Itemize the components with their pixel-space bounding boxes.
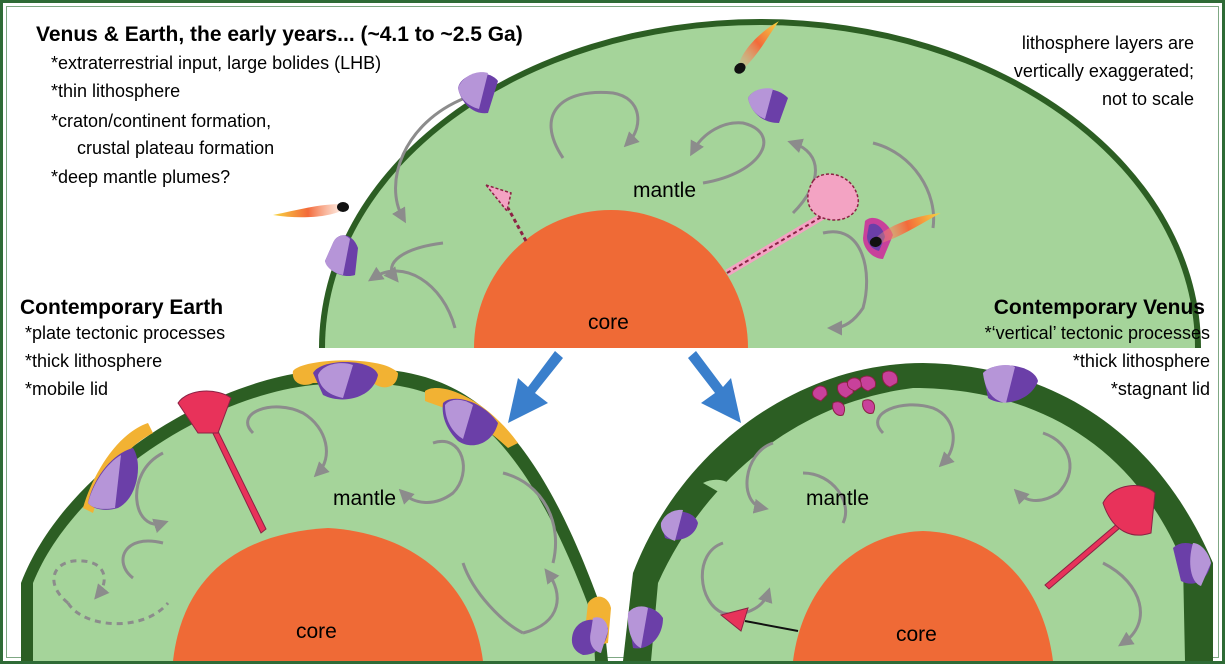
scale-note-line-2: vertically exaggerated; [1014, 61, 1194, 82]
venus-note-stagnant-lid: *stagnant lid [1111, 379, 1210, 400]
bolide-left [273, 202, 349, 217]
early-core-label: core [588, 311, 629, 335]
early-note-plumes: *deep mantle plumes? [51, 167, 230, 188]
transition-arrow-right [688, 351, 741, 423]
venus-note-vertical-tectonics: *‘vertical’ tectonic processes [985, 323, 1210, 344]
early-years-title: Venus & Earth, the early years... (~4.1 … [36, 23, 523, 47]
early-note-plateau: crustal plateau formation [51, 138, 274, 159]
scale-note-line-3: not to scale [1102, 89, 1194, 110]
earth-note-plate-tectonics: *plate tectonic processes [25, 323, 225, 344]
earth-core-label: core [296, 620, 337, 644]
earth-title: Contemporary Earth [20, 296, 223, 320]
earth-mantle-label: mantle [333, 487, 396, 511]
early-note-craton: *craton/continent formation, [51, 111, 271, 132]
venus-core-label: core [896, 623, 937, 647]
early-note-thin-lithosphere: *thin lithosphere [51, 81, 180, 102]
venus-mantle-label: mantle [806, 487, 869, 511]
early-note-bolides: *extraterrestrial input, large bolides (… [51, 53, 381, 74]
scale-note-line-1: lithosphere layers are [1022, 33, 1194, 54]
early-mantle-label: mantle [633, 179, 696, 203]
earth-note-thick-lithosphere: *thick lithosphere [25, 351, 162, 372]
earth-note-mobile-lid: *mobile lid [25, 379, 108, 400]
venus-title: Contemporary Venus [994, 296, 1205, 320]
venus-note-thick-lithosphere: *thick lithosphere [1073, 351, 1210, 372]
transition-arrow-left [508, 351, 563, 423]
